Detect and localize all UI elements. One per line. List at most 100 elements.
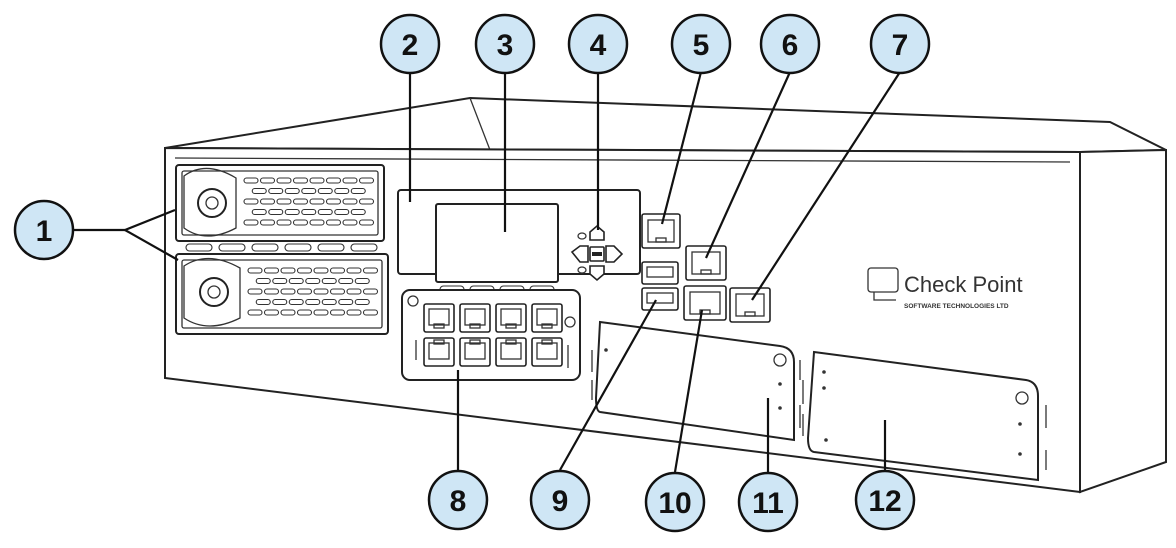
vent-slot	[301, 187, 317, 195]
callout-7: 7	[869, 13, 931, 75]
callout-6: 6	[759, 13, 821, 75]
drive-bay-lower-vents	[247, 267, 379, 316]
vent-slot	[292, 177, 309, 184]
vent-slot	[247, 288, 263, 295]
vent-slot	[243, 177, 259, 184]
rj45-port-latch	[469, 339, 481, 345]
callout-5: 5	[670, 13, 732, 75]
vent-slot	[350, 208, 366, 216]
vent-slot	[259, 177, 276, 184]
vent-slot	[325, 177, 342, 184]
vent-pill	[284, 243, 312, 252]
callout-9-label: 9	[552, 485, 569, 518]
rj45-port-inner	[428, 308, 450, 326]
logo-tagline: SOFTWARE TECHNOLOGIES LTD	[904, 303, 1009, 310]
callout-10-label: 10	[658, 487, 691, 520]
vent-slot	[272, 277, 288, 285]
callout-2: 2	[379, 13, 441, 75]
port-6	[685, 245, 727, 281]
vent-slot	[362, 267, 379, 274]
port-usb-stack	[641, 261, 679, 311]
vent-slot	[342, 198, 358, 205]
vent-slot	[334, 187, 350, 195]
rj45-port-inner	[428, 342, 450, 360]
vent-pill	[218, 243, 246, 252]
vent-slot	[321, 277, 337, 285]
port-10	[683, 285, 727, 321]
vent-slot	[268, 187, 284, 195]
vent-slot	[272, 298, 288, 306]
navigation-keypad	[570, 224, 624, 282]
vent-slot	[247, 309, 263, 316]
callout-12: 12	[854, 469, 916, 531]
vent-slot	[309, 177, 325, 184]
vent-slot	[362, 309, 379, 316]
vent-slot	[338, 298, 354, 306]
vent-slot	[280, 267, 296, 274]
vent-slot	[280, 288, 296, 295]
vent-slot	[334, 208, 350, 216]
vent-slot	[251, 187, 267, 195]
rj45-port-latch	[541, 323, 553, 329]
callout-6-label: 6	[782, 29, 799, 62]
rj45-port-inner	[536, 308, 558, 326]
rj45-port-latch	[433, 339, 445, 345]
vent-slot	[329, 288, 346, 295]
vent-slot	[305, 277, 321, 285]
vent-slot	[329, 267, 346, 274]
leader-lines	[72, 71, 901, 473]
vent-slot	[255, 277, 271, 285]
vent-pill	[350, 243, 378, 252]
vent-slot	[259, 219, 276, 226]
network-interface-card	[401, 289, 581, 381]
check-point-logo: Check Point SOFTWARE TECHNOLOGIES LTD	[867, 267, 1023, 310]
vent-slot	[342, 219, 358, 226]
vent-slot	[309, 198, 325, 205]
vent-slot	[338, 277, 354, 285]
rj45-port-latch	[505, 323, 517, 329]
vent-slot	[296, 267, 313, 274]
callout-8: 8	[427, 469, 489, 531]
vent-slot	[358, 219, 375, 226]
callout-7-label: 7	[892, 29, 909, 62]
vent-slot	[263, 267, 280, 274]
vent-slot	[354, 277, 370, 285]
port-5	[641, 213, 681, 249]
rj45-port-latch	[541, 339, 553, 345]
callout-12-label: 12	[868, 485, 901, 518]
vent-slot	[309, 219, 325, 226]
callout-4: 4	[567, 13, 629, 75]
vent-slot	[325, 219, 342, 226]
vent-slot	[243, 219, 259, 226]
rj45-port-inner	[464, 342, 486, 360]
vent-slot	[342, 177, 358, 184]
vent-slot	[288, 298, 304, 306]
vent-slot	[259, 198, 276, 205]
vent-slot	[284, 208, 300, 216]
vent-pill	[251, 243, 279, 252]
vent-slot	[313, 309, 329, 316]
callout-3-label: 3	[497, 29, 514, 62]
callout-1: 1	[13, 199, 75, 261]
vent-pill	[317, 243, 345, 252]
rj45-port-inner	[500, 308, 522, 326]
rj45-port-inner	[536, 342, 558, 360]
vent-slot	[313, 267, 329, 274]
callout-2-label: 2	[402, 29, 419, 62]
vent-slot	[362, 288, 379, 295]
callout-11: 11	[737, 471, 799, 533]
vent-slot	[243, 198, 259, 205]
vent-slot	[288, 277, 304, 285]
callout-5-label: 5	[693, 29, 710, 62]
vent-slot	[292, 198, 309, 205]
vent-slot	[276, 198, 292, 205]
rj45-port-latch	[505, 339, 517, 345]
vent-slot	[350, 187, 366, 195]
callout-8-label: 8	[450, 485, 467, 518]
rj45-port-latch	[433, 323, 445, 329]
rj45-port-inner	[464, 308, 486, 326]
drive-bay-upper-vents	[243, 177, 375, 226]
vent-slot	[296, 288, 313, 295]
callout-11-label: 11	[752, 487, 784, 520]
